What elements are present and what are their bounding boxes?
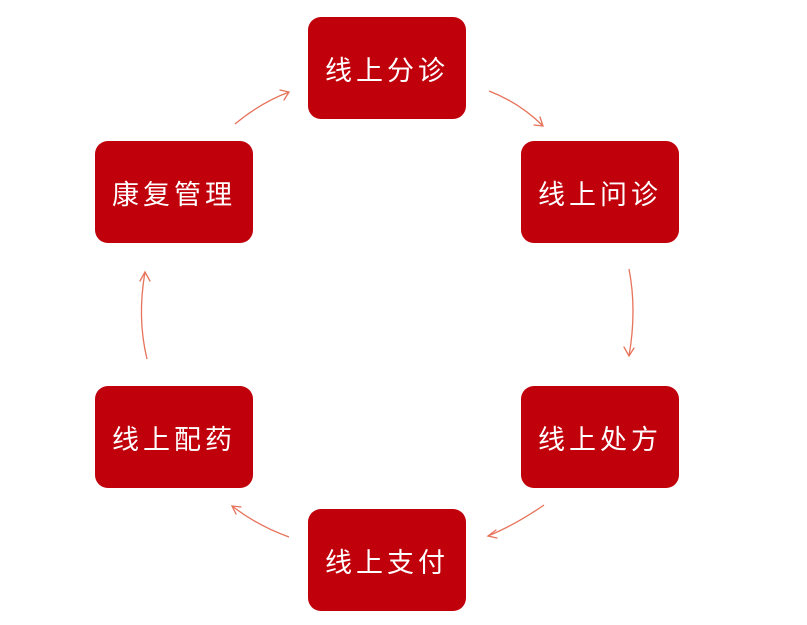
arrow-zhifu-to-peiyao: [230, 505, 290, 538]
node-online-triage: 线上分诊: [308, 17, 466, 119]
node-online-consultation-label: 线上问诊: [538, 179, 662, 211]
node-online-payment-label: 线上支付: [325, 547, 449, 579]
arrow-peiyao-to-kangfu: [139, 270, 151, 360]
node-rehab-management-label: 康复管理: [112, 179, 236, 211]
arrow-kangfu-to-fenzhen: [234, 89, 291, 125]
arrow-wenzhen-to-chufang: [623, 268, 635, 358]
arrow-fenzhen-to-wenzhen: [488, 90, 544, 127]
arrow-chufang-to-zhifu: [486, 504, 545, 539]
node-online-triage-label: 线上分诊: [325, 55, 449, 87]
node-online-consultation: 线上问诊: [521, 141, 679, 243]
node-online-prescription: 线上处方: [521, 386, 679, 488]
node-online-dispensing-label: 线上配药: [112, 424, 236, 456]
node-online-prescription-label: 线上处方: [538, 424, 662, 456]
node-online-payment: 线上支付: [308, 509, 466, 611]
node-rehab-management: 康复管理: [95, 141, 253, 243]
node-online-dispensing: 线上配药: [95, 386, 253, 488]
